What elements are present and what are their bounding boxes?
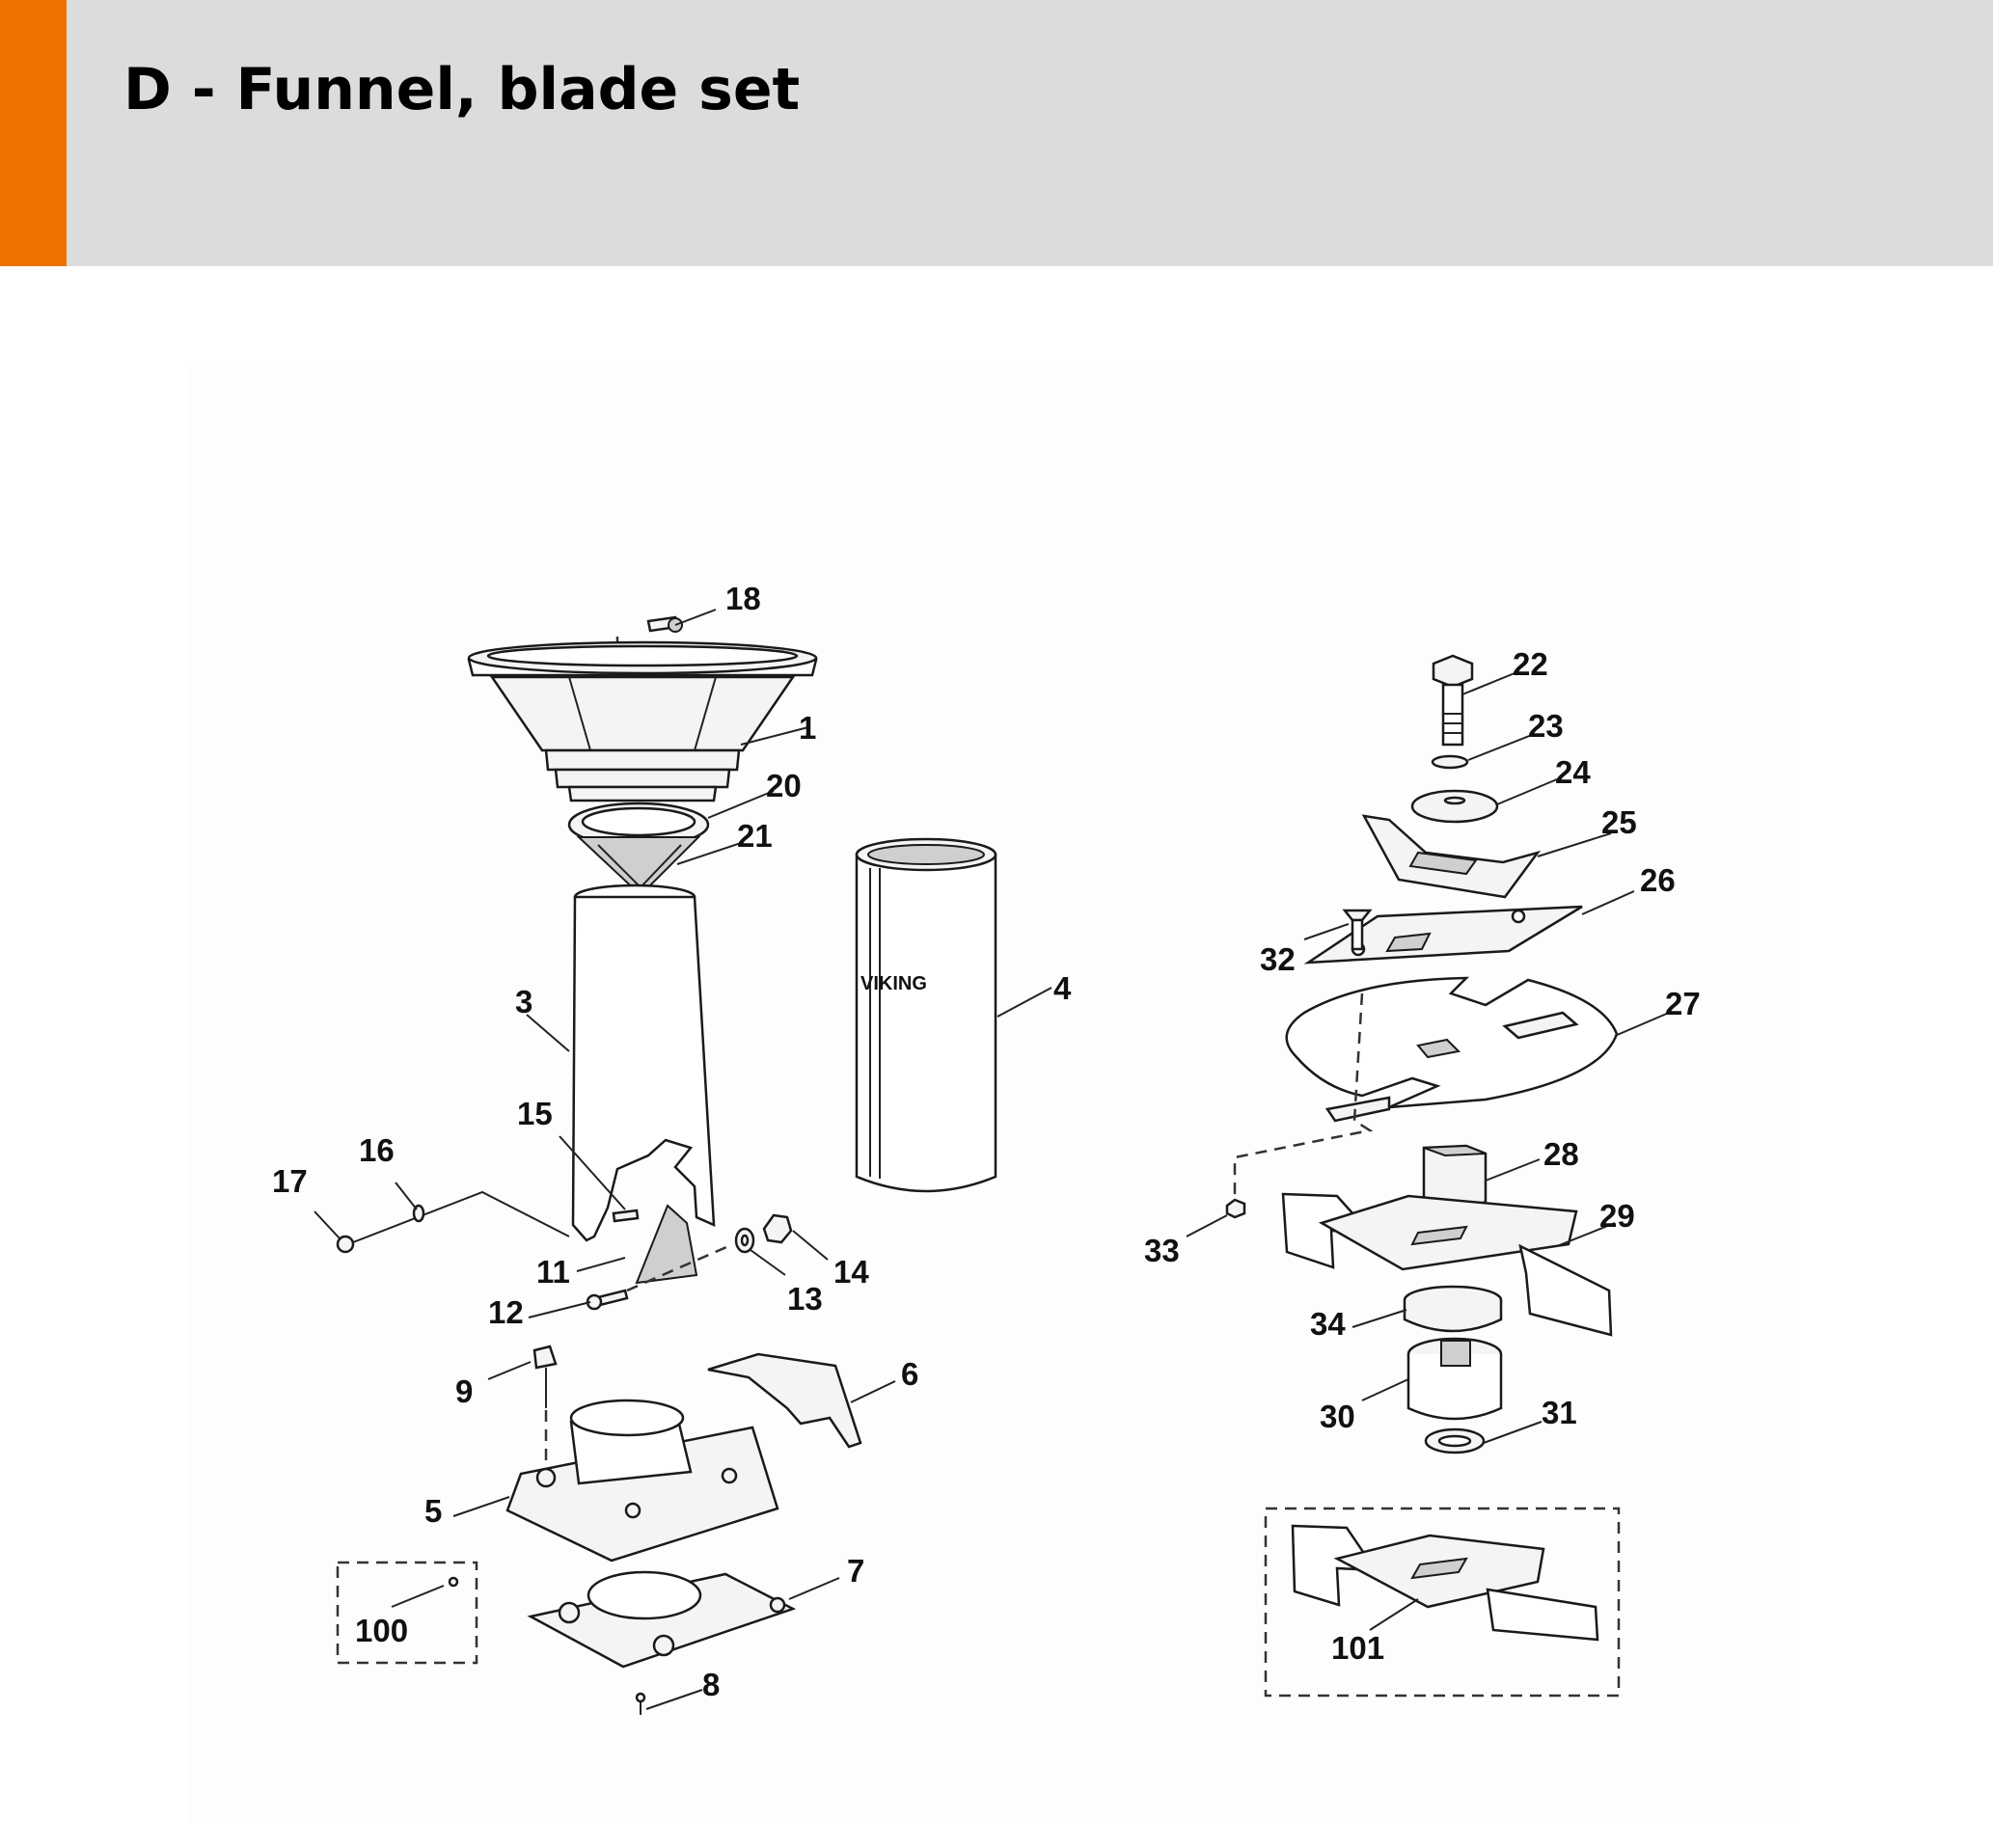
page-header: D - Funnel, blade set [0,0,1993,266]
part-28-square-sleeve [1422,1144,1488,1211]
callout-29: 29 [1599,1198,1635,1234]
callout-18: 18 [725,581,761,616]
part-18-screw [615,615,683,658]
page-title: D - Funnel, blade set [123,56,801,123]
leader-lines [314,609,1670,1710]
part-9-knob-screw [532,1345,558,1476]
callout-13: 13 [787,1281,823,1317]
part-7-base-plate [527,1570,797,1669]
callout-16: 16 [359,1132,395,1168]
part-29-blade-bar [1281,1192,1613,1337]
part-5-housing [505,1399,779,1563]
callout-3: 3 [515,984,532,1019]
exploded-parts-diagram: VIKING [272,581,1701,1715]
part-27-cutting-disc [1285,976,1619,1123]
part-31-seal [1424,1427,1486,1454]
callout-17: 17 [272,1163,308,1199]
callout-28: 28 [1543,1136,1579,1172]
callout-32: 32 [1260,941,1296,977]
part-13-washer [734,1227,755,1254]
callout-33: 33 [1144,1233,1180,1268]
kit-100-box [336,1561,478,1665]
callout-100: 100 [355,1613,408,1648]
part-30-hub [1406,1337,1503,1421]
accent-bar [0,0,67,266]
part-16-17-nut-washer [336,1190,570,1254]
callout-9: 9 [455,1373,473,1409]
callout-23: 23 [1528,708,1564,744]
callout-4: 4 [1053,970,1072,1006]
part-3-feed-pipe [571,883,716,1242]
part-8-screw [635,1692,646,1715]
callout-26: 26 [1640,862,1676,898]
part-33-nut [1225,992,1374,1219]
part-22-hex-bolt [1432,654,1474,747]
callout-25: 25 [1601,804,1637,840]
callout-1: 1 [799,710,816,746]
callout-21: 21 [737,818,773,854]
callout-20: 20 [766,768,802,803]
callout-101: 101 [1331,1630,1384,1666]
parts-diagram-area: VIKING [188,367,1799,1823]
callout-22: 22 [1513,646,1548,682]
callout-8: 8 [702,1667,720,1702]
part-24-disc [1410,789,1499,824]
assembly-line [626,1242,734,1292]
kit-101-box [1264,1507,1621,1698]
callout-30: 30 [1320,1399,1355,1434]
part-32-screw [1342,909,1373,951]
callout-11: 11 [536,1254,570,1290]
callout-27: 27 [1665,986,1701,1021]
part-1-funnel-hopper [467,640,818,802]
part-12-bolt [586,1289,629,1311]
part-14-nut [762,1213,793,1244]
callout-6: 6 [901,1356,918,1392]
callout-34: 34 [1310,1306,1346,1342]
part-34-bushing [1403,1285,1503,1333]
brand-mark: VIKING [860,973,927,994]
callout-14: 14 [833,1254,869,1290]
callout-labels: 18 1 20 21 4 3 15 16 17 11 12 13 14 9 6 … [272,581,1701,1702]
callout-24: 24 [1555,754,1591,790]
part-6-cover [707,1352,862,1449]
part-20-insert-ring [567,802,710,848]
callout-5: 5 [424,1493,442,1529]
part-4-outer-tube: VIKING [855,837,997,1193]
part-23-spring-washer [1431,754,1469,770]
callout-15: 15 [517,1096,553,1131]
callout-12: 12 [488,1294,524,1330]
part-25-blade-holder [1361,814,1542,899]
callout-31: 31 [1542,1395,1577,1430]
callout-7: 7 [847,1553,864,1589]
part-15-deflector-plate [612,1204,698,1285]
